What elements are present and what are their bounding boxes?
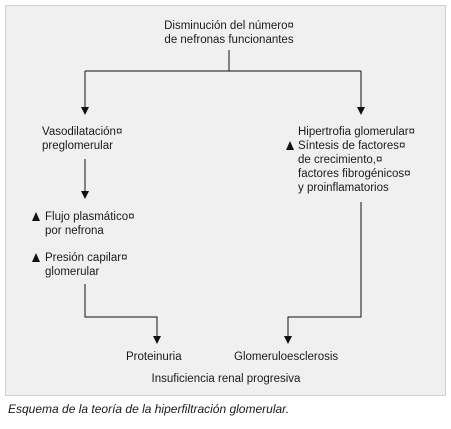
up-arrow-icon [32, 212, 40, 221]
node-presion-line-1: Presión capilar¤ [45, 252, 128, 264]
arrowhead-left [81, 107, 89, 115]
node-proteinuria: Proteinuria [126, 351, 182, 363]
node-presion-line-2: glomerular [45, 266, 100, 278]
node-hipertrofia-glomerular: Hipertrofia glomerular¤ Síntesis de fact… [286, 125, 415, 195]
node-disminucion-line-1: Disminución del número¤ [164, 20, 294, 32]
node-disminucion-nefronas: Disminución del número¤ de nefronas func… [149, 19, 309, 47]
node-presion-capilar: Presión capilar¤ glomerular [32, 251, 127, 279]
node-hipertrofia-line-2: Síntesis de factores¤ [298, 140, 406, 152]
arrowhead-glomeruloesclerosis [284, 336, 292, 344]
arrowhead-proteinuria [153, 336, 161, 344]
up-arrow-icon [286, 141, 294, 150]
node-vasodilatacion-line-2: preglomerular [42, 140, 113, 152]
connector-right-to-glomeruloesclerosis [287, 202, 362, 337]
diagram-panel: Disminución del número¤ de nefronas func… [5, 5, 446, 396]
node-glomeruloesclerosis: Glomeruloesclerosis [234, 351, 339, 363]
node-flujo-plasmatico: Flujo plasmático¤ por nefrona [32, 210, 134, 238]
arrowhead-flujo [81, 191, 89, 199]
figure-caption: Esquema de la teoría de la hiperfiltraci… [8, 402, 290, 416]
node-hipertrofia-line-5: y proinflamatorios [298, 182, 389, 194]
connector-left-to-proteinuria [84, 284, 158, 337]
node-flujo-line-2: por nefrona [45, 225, 104, 237]
node-hipertrofia-line-1: Hipertrofia glomerular¤ [298, 126, 415, 138]
arrowhead-right [357, 107, 365, 115]
node-vasodilatacion: Vasodilatación¤ preglomerular [42, 125, 122, 153]
diagram-connectors [81, 50, 365, 344]
node-hipertrofia-line-4: factores fibrogénicos¤ [298, 168, 411, 180]
node-insuficiencia-renal: Insuficiencia renal progresiva [151, 373, 301, 385]
node-hipertrofia-line-3: de crecimiento,¤ [298, 154, 383, 166]
node-vasodilatacion-line-1: Vasodilatación¤ [42, 126, 123, 138]
node-disminucion-line-2: de nefronas funcionantes [164, 34, 294, 46]
node-flujo-line-1: Flujo plasmático¤ [45, 211, 135, 223]
up-arrow-icon [32, 253, 40, 262]
